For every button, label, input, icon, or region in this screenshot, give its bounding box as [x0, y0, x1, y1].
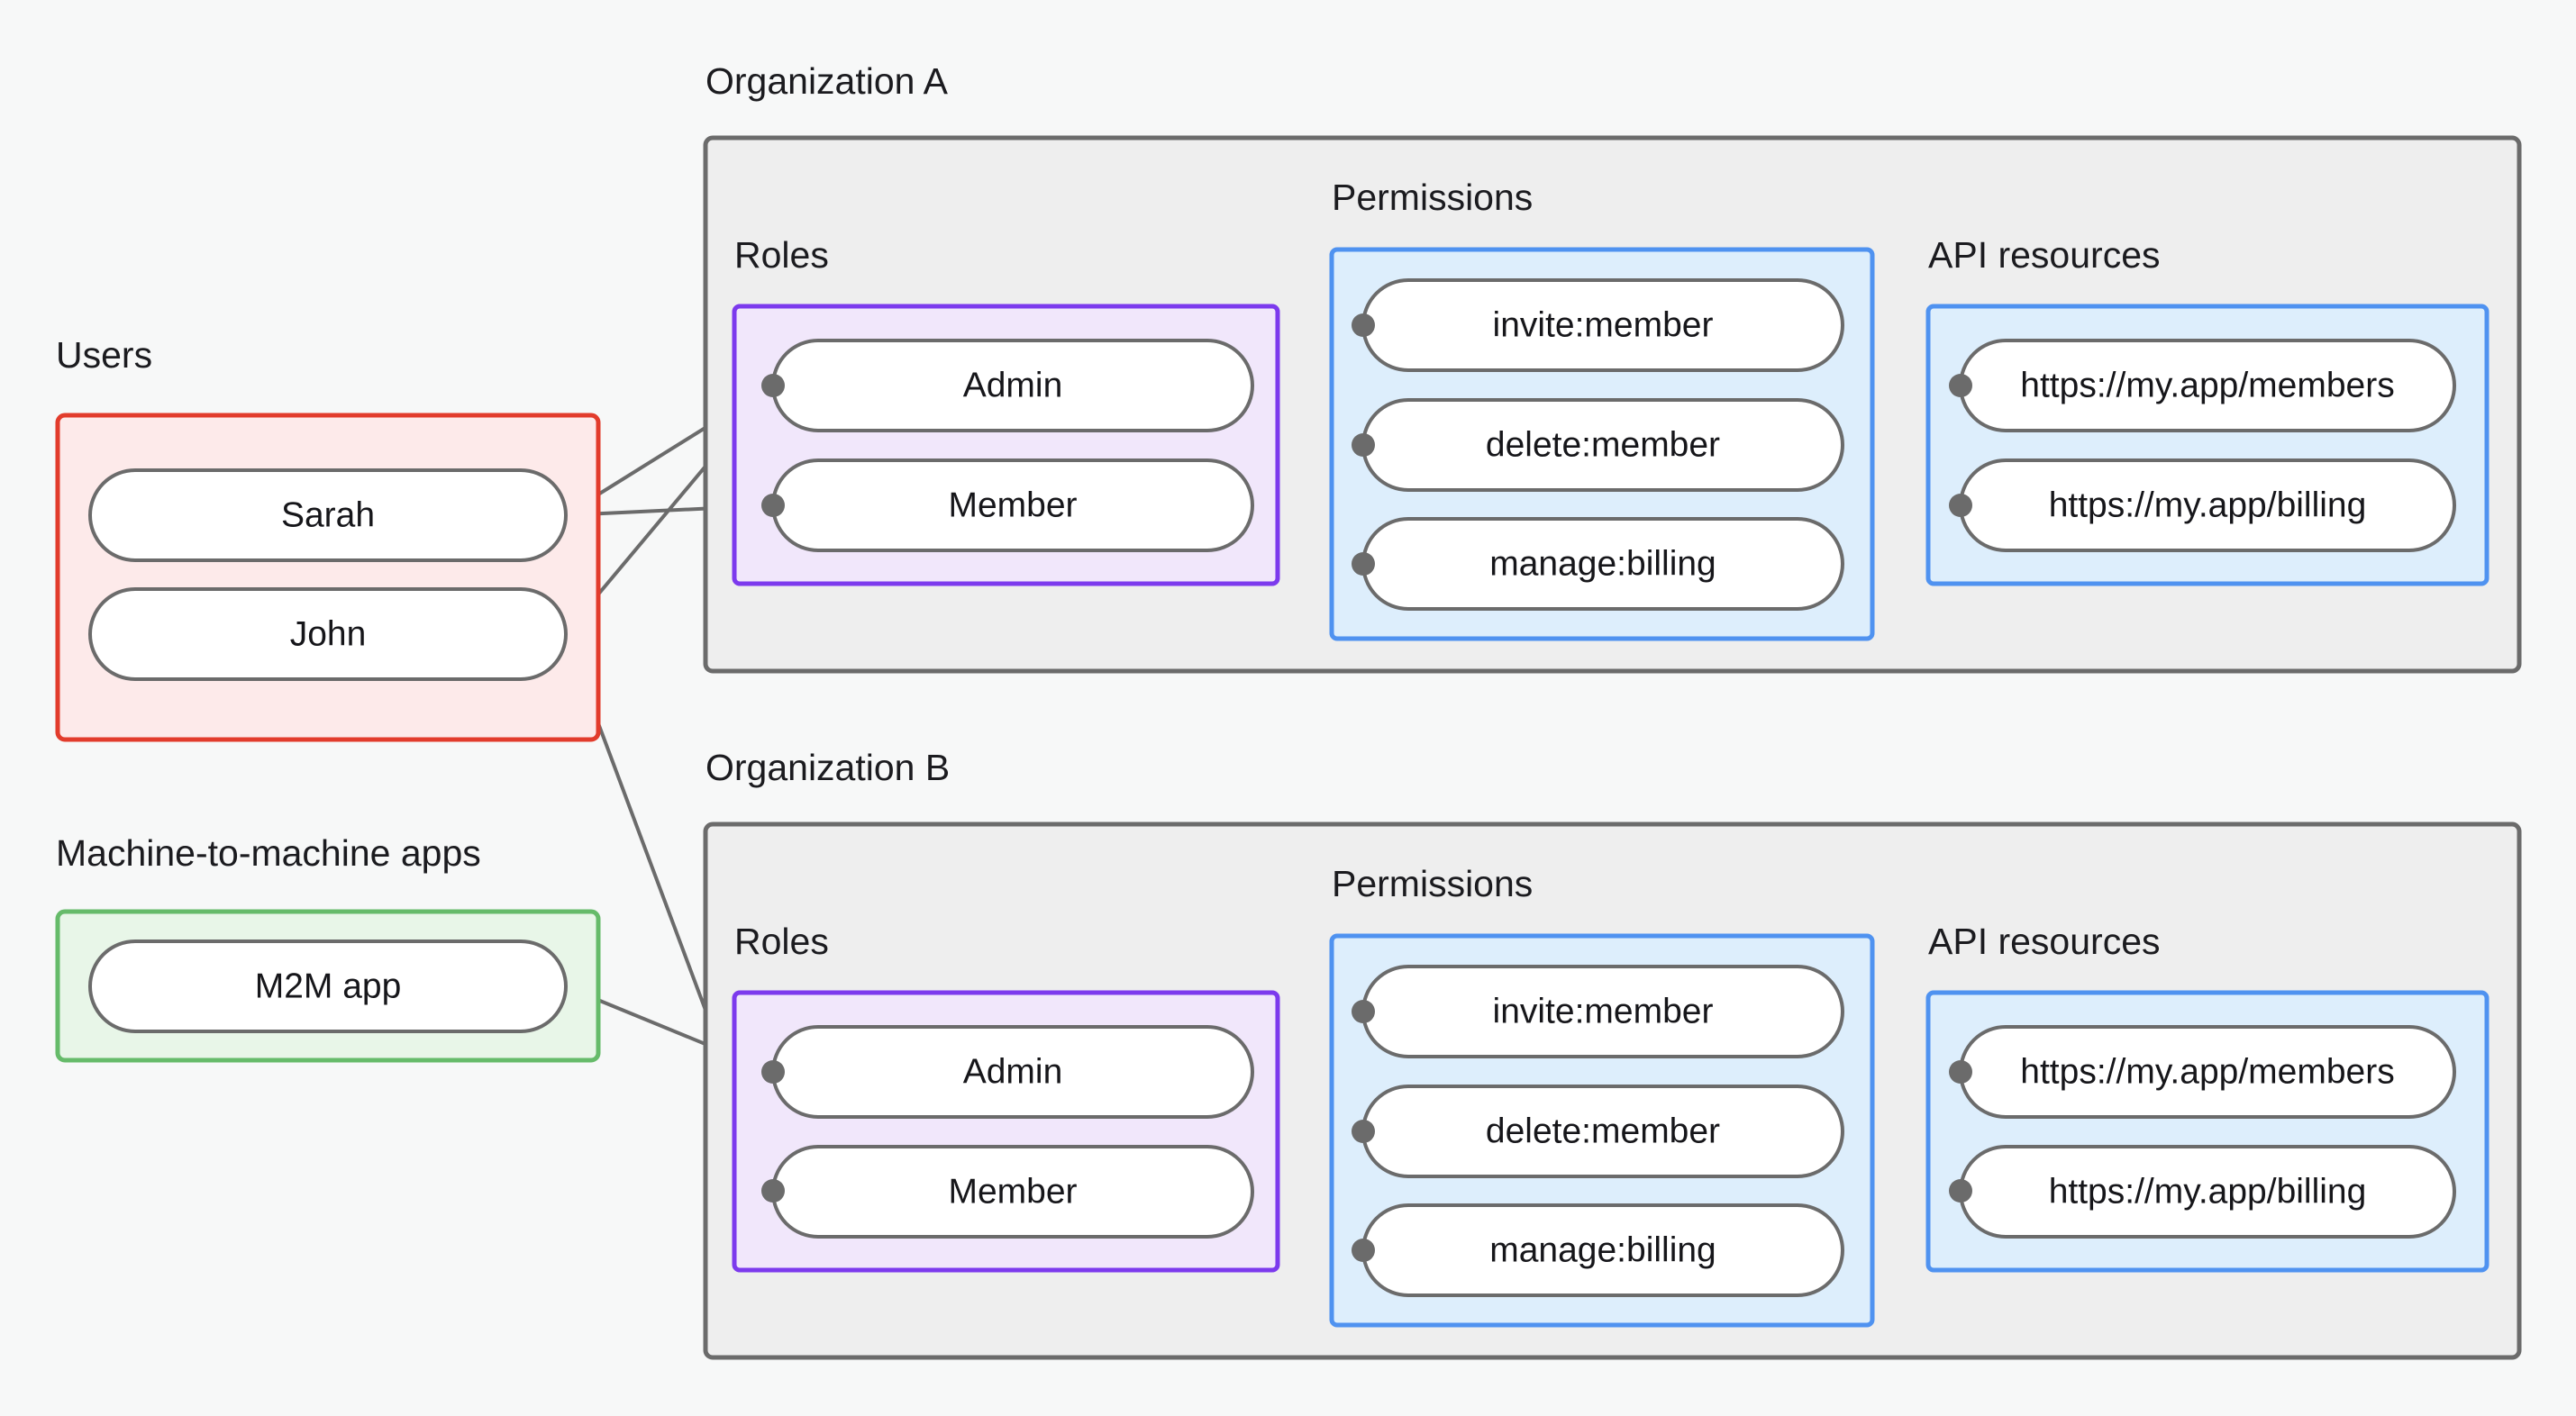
edge-dot-orgB-delete-in	[1352, 1120, 1375, 1143]
edge-dot-orgA-api-billing-in	[1949, 494, 1972, 517]
users-container	[55, 413, 601, 742]
list-item[interactable]: invite:member	[1361, 278, 1844, 372]
edge-dot-orgB-manage-in	[1352, 1239, 1375, 1262]
edge-endpoint-layer	[761, 313, 1972, 1262]
m2m-pill-app[interactable]	[88, 939, 568, 1033]
edge-dot-orgA-delete-in	[1352, 433, 1375, 457]
role-pill-label: Member	[948, 486, 1077, 524]
organization-b: Organization B Roles Admin Member Permis…	[703, 747, 2522, 1360]
org-a-api-resources-title: API resources	[1928, 234, 2161, 276]
role-pill-label: Admin	[963, 1052, 1063, 1091]
edge-dot-orgB-api-billing-in	[1949, 1179, 1972, 1203]
list-item[interactable]: Member	[771, 458, 1254, 552]
api-pill-label: https://my.app/members	[2020, 1052, 2394, 1091]
list-item[interactable]: M2M app	[88, 939, 568, 1033]
edge-dot-orgB-admin-in	[761, 1060, 785, 1084]
list-item[interactable]: https://my.app/billing	[1959, 458, 2456, 552]
list-item[interactable]: delete:member	[1361, 1085, 1844, 1178]
api-pill-label: https://my.app/billing	[2049, 486, 2367, 524]
list-item[interactable]: Admin	[771, 339, 1254, 432]
list-item[interactable]: https://my.app/members	[1959, 1025, 2456, 1119]
list-item[interactable]: manage:billing	[1361, 1203, 1844, 1297]
users-group-title: Users	[56, 334, 152, 376]
user-pill-label: Sarah	[281, 495, 375, 534]
edge-dot-orgB-member-in	[761, 1179, 785, 1203]
list-item[interactable]: manage:billing	[1361, 517, 1844, 611]
user-pill-john[interactable]	[88, 587, 568, 681]
api-pill-label: https://my.app/billing	[2049, 1172, 2367, 1211]
org-a-roles-title: Roles	[734, 234, 829, 276]
list-item[interactable]: Admin	[771, 1025, 1254, 1119]
m2m-group: Machine-to-machine apps M2M app	[55, 832, 601, 1063]
list-item[interactable]: Member	[771, 1145, 1254, 1239]
list-item[interactable]: delete:member	[1361, 398, 1844, 492]
edge-dot-orgA-invite-in	[1352, 313, 1375, 337]
permission-pill-label: manage:billing	[1489, 544, 1716, 583]
edge-dot-orgA-admin-in	[761, 374, 785, 397]
edge-dot-orgA-manage-in	[1352, 552, 1375, 576]
org-b-roles-title: Roles	[734, 921, 829, 962]
list-item[interactable]: John	[88, 587, 568, 681]
edge-dot-orgB-invite-in	[1352, 1000, 1375, 1023]
org-a-permissions-title: Permissions	[1332, 177, 1533, 218]
api-pill-label: https://my.app/members	[2020, 366, 2394, 404]
edge-dot-orgB-api-members-in	[1949, 1060, 1972, 1084]
user-pill-sarah[interactable]	[88, 468, 568, 562]
permission-pill-label: delete:member	[1486, 425, 1720, 464]
edge-dot-orgA-member-in	[761, 494, 785, 517]
permission-pill-label: manage:billing	[1489, 1230, 1716, 1269]
org-b-permissions-title: Permissions	[1332, 863, 1533, 904]
edge-dot-orgA-api-members-in	[1949, 374, 1972, 397]
permission-pill-label: delete:member	[1486, 1112, 1720, 1150]
permission-pill-label: invite:member	[1493, 305, 1714, 344]
permission-pill-label: invite:member	[1493, 992, 1714, 1030]
org-a-title: Organization A	[705, 60, 949, 102]
org-b-api-resources-title: API resources	[1928, 921, 2161, 962]
list-item[interactable]: invite:member	[1361, 965, 1844, 1058]
list-item[interactable]: Sarah	[88, 468, 568, 562]
role-pill-label: Member	[948, 1172, 1077, 1211]
org-b-title: Organization B	[705, 747, 950, 788]
list-item[interactable]: https://my.app/members	[1959, 339, 2456, 432]
role-pill-label: Admin	[963, 366, 1063, 404]
list-item[interactable]: https://my.app/billing	[1959, 1145, 2456, 1239]
users-group: Users Sarah John	[55, 334, 601, 742]
m2m-group-title: Machine-to-machine apps	[56, 832, 481, 874]
user-pill-label: John	[290, 614, 367, 653]
organization-a: Organization A Roles Admin Member Permis…	[703, 60, 2522, 674]
m2m-pill-label: M2M app	[255, 967, 402, 1005]
